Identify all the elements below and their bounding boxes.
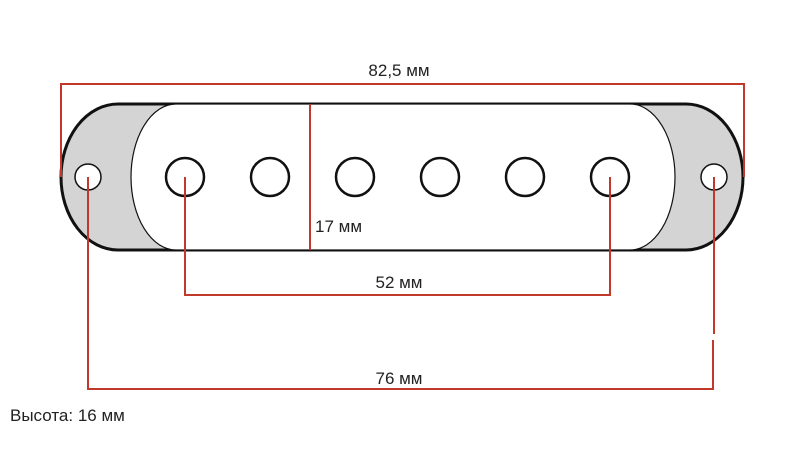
dim-label-inner-height: 17 мм — [315, 217, 362, 236]
height-note: Высота: 16 мм — [10, 406, 125, 425]
pole-hole — [334, 156, 376, 198]
dim-line-pole-span — [184, 177, 611, 296]
dim-line-overall-length — [60, 83, 745, 177]
pole-hole — [504, 156, 546, 198]
dim-label-pole-span: 52 мм — [375, 273, 422, 292]
dim-line-mount-span — [87, 177, 714, 390]
dim-label-mount-span: 76 мм — [375, 369, 422, 388]
pole-hole — [419, 156, 461, 198]
pole-hole — [249, 156, 291, 198]
cover-inner-body — [130, 103, 676, 251]
dim-label-overall-length: 82,5 мм — [368, 61, 429, 80]
